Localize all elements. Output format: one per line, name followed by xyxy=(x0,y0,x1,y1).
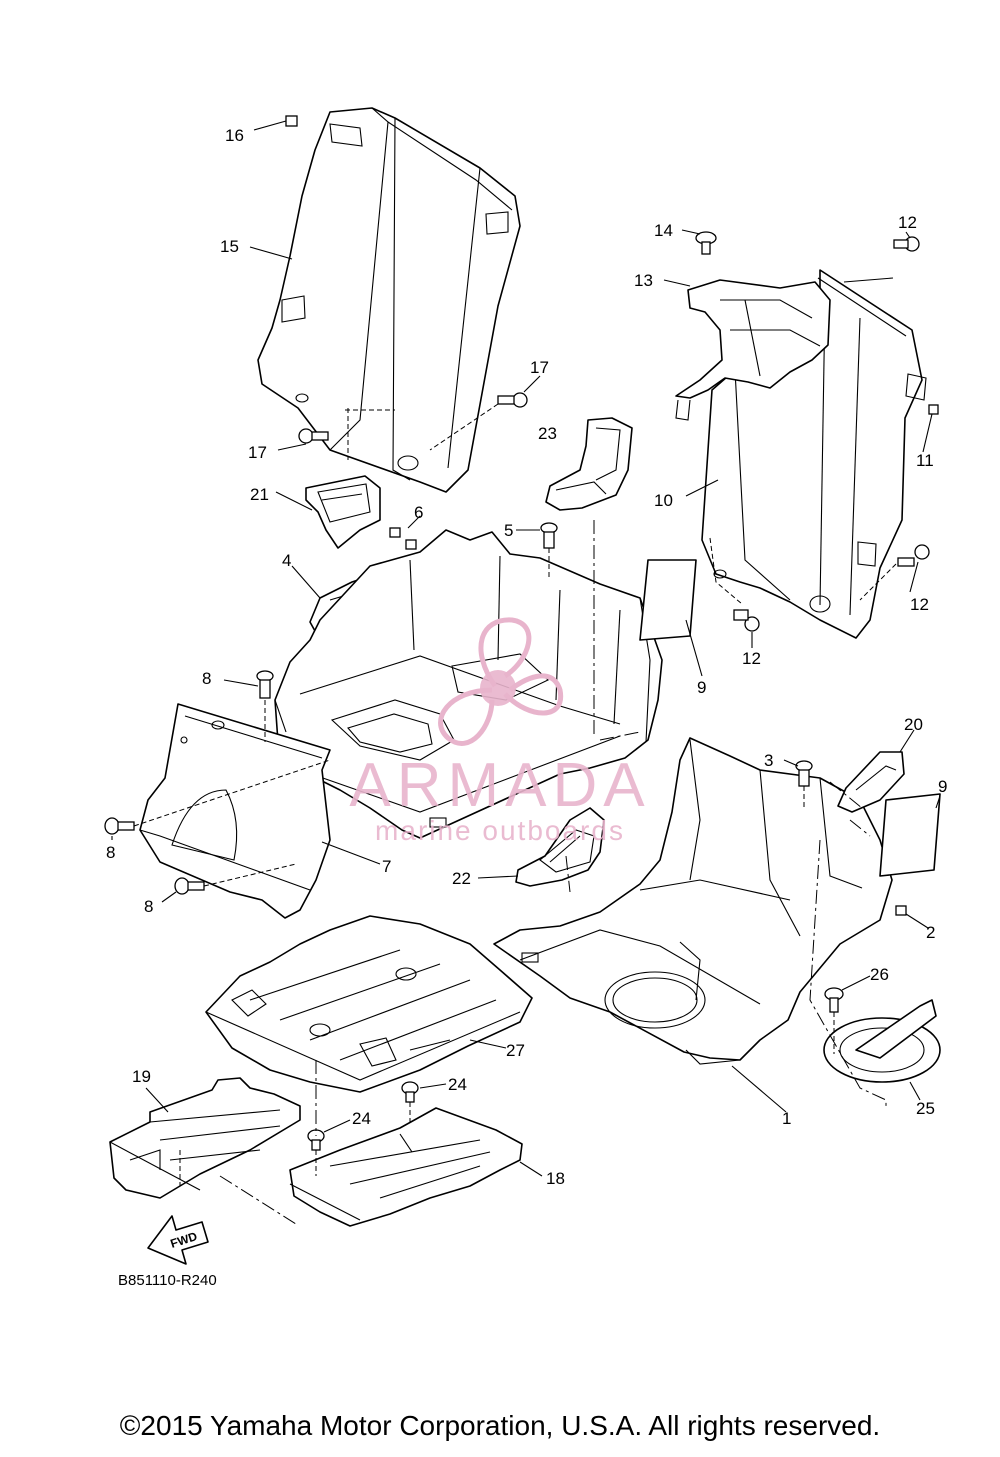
callout-26: 26 xyxy=(870,965,889,984)
part-22-handle xyxy=(515,807,605,887)
fwd-direction-arrow: FWD xyxy=(147,1215,209,1265)
callout-14: 14 xyxy=(654,221,673,240)
fastener-12-bottom xyxy=(733,609,760,632)
fastener-24-left xyxy=(307,1129,325,1151)
part-15-side-panel xyxy=(257,107,521,493)
callout-8-bottom: 8 xyxy=(144,897,153,916)
callout-1: 1 xyxy=(782,1109,791,1128)
callout-27: 27 xyxy=(506,1041,525,1060)
callout-21: 21 xyxy=(250,485,269,504)
armada-watermark: ARMADA marine outboards xyxy=(349,617,650,846)
callout-13: 13 xyxy=(634,271,653,290)
callout-18: 18 xyxy=(546,1169,565,1188)
fastener-6 xyxy=(389,527,417,550)
assembly-lines xyxy=(133,403,897,1225)
fastener-14 xyxy=(695,231,717,255)
fastener-2 xyxy=(895,905,907,916)
part-1-floor-tub xyxy=(493,737,893,1065)
callout-2: 2 xyxy=(926,923,935,942)
callout-25: 25 xyxy=(916,1099,935,1118)
fastener-24-right xyxy=(401,1081,419,1103)
fastener-8-bottom xyxy=(174,877,205,895)
part-10-side-panel xyxy=(701,269,927,639)
callout-6: 6 xyxy=(414,503,423,522)
part-20-clip xyxy=(837,751,905,813)
part-25-round-cover xyxy=(823,999,941,1083)
propeller-logo-icon xyxy=(438,617,564,746)
callout-12-right: 12 xyxy=(910,595,929,614)
callout-10: 10 xyxy=(654,491,673,510)
part-9-pad-upper xyxy=(639,559,697,641)
part-7-skid-plate xyxy=(139,703,331,919)
callout-24-right: 24 xyxy=(448,1075,467,1094)
fastener-8-top xyxy=(256,670,274,699)
part-13-cover xyxy=(675,279,831,421)
callout-22: 22 xyxy=(452,869,471,888)
callout-9-lower: 9 xyxy=(938,777,947,796)
watermark-brand: ARMADA xyxy=(349,751,650,820)
part-23-handle xyxy=(545,417,633,511)
callout-8-left: 8 xyxy=(106,843,115,862)
callout-15: 15 xyxy=(220,237,239,256)
callout-17-left: 17 xyxy=(248,443,267,462)
callout-7: 7 xyxy=(382,857,391,876)
callout-12-top: 12 xyxy=(898,213,917,232)
callout-11: 11 xyxy=(916,451,934,470)
part-19-skid-plate xyxy=(109,1077,301,1199)
fastener-5 xyxy=(540,522,558,549)
watermark-tagline: marine outboards xyxy=(375,815,625,846)
callout-3: 3 xyxy=(764,751,773,770)
propeller-hub xyxy=(480,670,516,706)
callout-23: 23 xyxy=(538,424,557,443)
part-9-pad-lower xyxy=(879,793,941,877)
callout-17-right: 17 xyxy=(530,358,549,377)
callout-8-top: 8 xyxy=(202,669,211,688)
part-27-tray xyxy=(205,915,533,1093)
callout-16: 16 xyxy=(225,126,244,145)
callout-12-bottom: 12 xyxy=(742,649,761,668)
callout-24-left: 24 xyxy=(352,1109,371,1128)
leader-lines xyxy=(111,120,941,1177)
callout-4: 4 xyxy=(282,551,291,570)
fastener-12-top xyxy=(893,236,920,252)
part-21-bracket xyxy=(305,475,381,549)
fastener-26 xyxy=(824,987,844,1013)
fastener-17-left xyxy=(298,428,329,444)
callout-9-upper: 9 xyxy=(697,678,706,697)
part-18-skid-plate xyxy=(289,1107,523,1227)
callout-20: 20 xyxy=(904,715,923,734)
fastener-11 xyxy=(928,404,939,415)
callout-5: 5 xyxy=(504,521,513,540)
fastener-16 xyxy=(285,115,298,127)
copyright-notice: ©2015 Yamaha Motor Corporation, U.S.A. A… xyxy=(119,1410,881,1441)
callout-19: 19 xyxy=(132,1067,151,1086)
fastener-3 xyxy=(795,760,813,787)
fastener-8-left xyxy=(104,817,135,835)
callout-labels: 16 15 14 12 13 11 10 17 17 23 21 6 5 4 1… xyxy=(106,126,947,1188)
fastener-17-right xyxy=(497,392,528,408)
fastener-12-right xyxy=(897,544,930,567)
drawing-code: B851110-R240 xyxy=(118,1272,217,1289)
